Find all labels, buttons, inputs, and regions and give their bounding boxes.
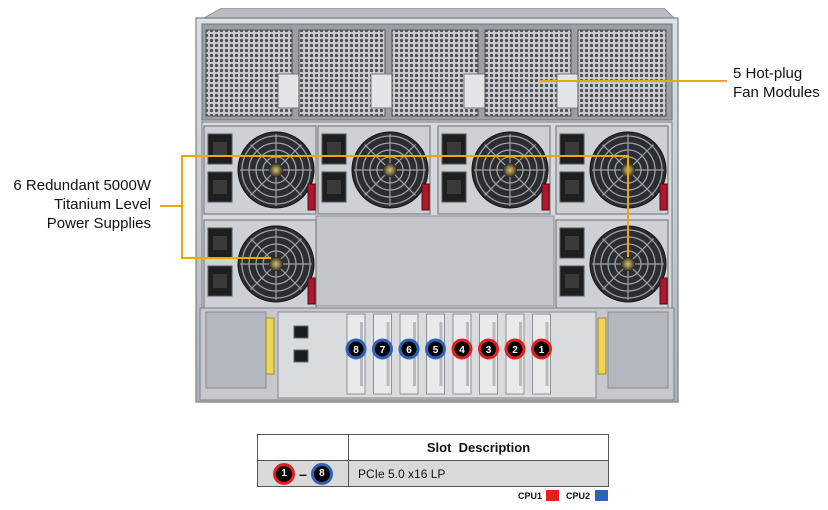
slot-number-badge <box>398 338 420 360</box>
psu-bracket-vertical <box>181 155 183 259</box>
slot-number-label: 2 <box>512 345 518 356</box>
fan-callout-line-2: Fan Modules <box>733 84 820 101</box>
pcie-slot-7[interactable]: 7 <box>372 313 393 395</box>
pcie-slot-3[interactable]: 3 <box>478 313 499 395</box>
power-supply-unit[interactable] <box>203 125 317 215</box>
psu-callout-line-1: 6 Redundant 5000W <box>13 177 151 194</box>
slot-description-table: Slot Description 1–8 PCIe 5.0 x16 LP <box>257 434 609 487</box>
psu-bracket-top <box>181 155 629 157</box>
fan-module[interactable] <box>298 29 394 117</box>
fan-module[interactable] <box>205 29 301 117</box>
power-supplies <box>203 125 669 309</box>
psu-bracket-right <box>627 155 629 257</box>
slot-range-start: 1 <box>273 462 296 485</box>
slot-number-label: 4 <box>459 345 465 356</box>
server-chassis-rear-view: 8 7 6 5 4 3 2 1 <box>195 8 679 403</box>
fan-module[interactable] <box>484 29 580 117</box>
slot-number-label: 8 <box>353 345 359 356</box>
fan-module[interactable] <box>577 29 667 117</box>
slot-number-label: 5 <box>433 345 439 356</box>
slot-number-badge <box>345 338 367 360</box>
range-dash: – <box>299 465 307 482</box>
slot-number-badge <box>478 338 499 360</box>
power-supply-unit[interactable] <box>317 125 431 215</box>
rj45-port[interactable] <box>293 325 309 339</box>
slot-number-label: 7 <box>380 345 386 356</box>
pcie-slot-6[interactable]: 6 <box>398 313 420 395</box>
slot-range-end: 8 <box>310 462 333 485</box>
psu-bracket-bottom <box>181 257 271 259</box>
table-header-empty <box>257 434 349 461</box>
slot-range-cell: 1–8 <box>257 460 349 487</box>
pcie-slot-2[interactable]: 2 <box>504 313 526 395</box>
psu-callout-line-2: Titanium Level <box>54 196 151 213</box>
slot-number-label: 6 <box>406 345 412 356</box>
psu-callout-line-3: Power Supplies <box>46 215 151 232</box>
power-supply-unit[interactable] <box>555 219 669 309</box>
slot-number-label: 3 <box>486 345 492 356</box>
pcie-slot-1[interactable]: 1 <box>531 313 552 395</box>
slot-number-badge <box>531 338 552 360</box>
slot-number-badge <box>451 338 473 360</box>
psu-callout: 6 Redundant 5000W Titanium Level Power S… <box>6 176 151 233</box>
rj45-port[interactable] <box>293 349 309 363</box>
pcie-slot-8[interactable]: 8 <box>345 313 367 395</box>
slot-number-badge <box>425 338 446 360</box>
table-row: 1–8 PCIe 5.0 x16 LP <box>257 460 609 487</box>
slot-number-badge <box>372 338 393 360</box>
fan-callout-line-1: 5 Hot-plug <box>733 65 803 82</box>
legend-cpu2-label: CPU2 <box>566 491 591 501</box>
pcie-slots: 8 7 6 5 4 3 2 1 <box>345 313 552 395</box>
power-supply-unit[interactable] <box>203 219 317 309</box>
legend-cpu1-swatch <box>546 490 559 501</box>
legend-cpu1-label: CPU1 <box>518 491 543 501</box>
power-supply-unit[interactable] <box>437 125 551 215</box>
table-header-slot-description: Slot Description <box>348 434 609 461</box>
slot-number-label: 1 <box>539 345 545 356</box>
power-supply-unit[interactable] <box>555 125 669 215</box>
fan-modules-callout: 5 Hot-plug Fan Modules <box>733 64 820 102</box>
slot-description-cell: PCIe 5.0 x16 LP <box>348 460 609 487</box>
fan-module[interactable] <box>391 29 487 117</box>
slot-number-badge <box>504 338 526 360</box>
pcie-slot-4[interactable]: 4 <box>451 313 473 395</box>
fan-modules <box>205 29 667 117</box>
pcie-slot-5[interactable]: 5 <box>425 313 446 395</box>
psu-callout-tick <box>160 205 182 207</box>
fan-callout-line <box>540 80 727 82</box>
legend-cpu2-swatch <box>595 490 608 501</box>
